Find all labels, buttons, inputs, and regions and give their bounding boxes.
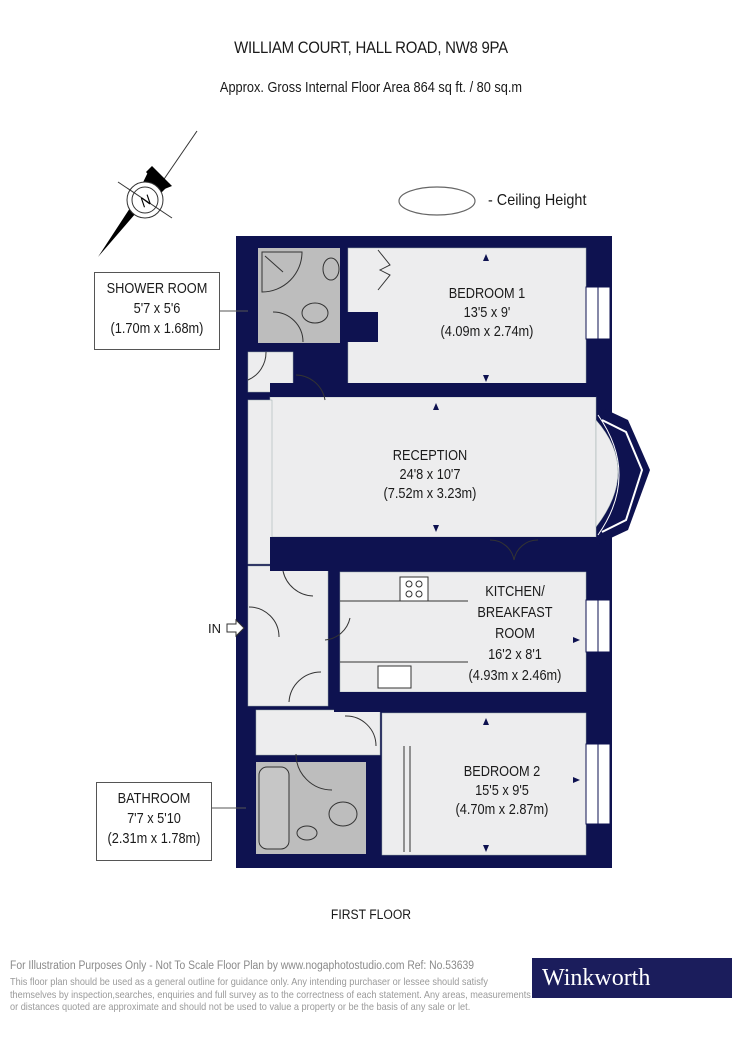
room-name: BEDROOM 2 <box>463 764 541 780</box>
room-name: BATHROOM <box>117 791 191 807</box>
room-label-kitchen: KITCHEN/ BREAKFAST ROOM 16'2 x 8'1 (4.93… <box>449 582 581 687</box>
room-size-metric: (4.09m x 2.74m) <box>440 324 534 340</box>
room-label-bedroom-2: BEDROOM 2 15'5 x 9'5 (4.70m x 2.87m) <box>427 763 577 820</box>
room-label-reception: RECEPTION 24'8 x 10'7 (7.52m x 3.23m) <box>355 447 505 504</box>
entrance-arrow-icon <box>226 618 245 638</box>
room-size-metric: (2.31m x 1.78m) <box>107 831 201 847</box>
room-label-bedroom-1: BEDROOM 1 13'5 x 9' (4.09m x 2.74m) <box>412 285 562 342</box>
room-name: BEDROOM 1 <box>448 286 526 302</box>
room-name: RECEPTION <box>392 448 468 464</box>
entrance-label: IN <box>208 621 221 636</box>
disclaimer-line: themselves by inspection,searches, enqui… <box>10 989 531 1001</box>
floor-label: FIRST FLOOR <box>330 907 412 922</box>
room-name: SHOWER ROOM <box>106 281 208 297</box>
room-size-imperial: 16'2 x 8'1 <box>488 647 542 663</box>
ceiling-height-legend-label: - Ceiling Height <box>488 192 587 209</box>
room-size-metric: (1.70m x 1.68m) <box>110 321 204 337</box>
compass-north-arrow-icon: N <box>98 130 198 257</box>
disclaimer-line: This floor plan should be used as a gene… <box>10 977 488 988</box>
callout-bathroom: BATHROOM 7'7 x 5'10 (2.31m x 1.78m) <box>96 782 212 861</box>
room-size-imperial: 15'5 x 9'5 <box>475 783 529 799</box>
room-size-imperial: 13'5 x 9' <box>463 305 511 321</box>
floor-area-subtitle: Approx. Gross Internal Floor Area 864 sq… <box>219 80 523 96</box>
room-name: ROOM <box>495 626 535 642</box>
room-name: KITCHEN/ <box>485 584 545 600</box>
shower-room-floor <box>258 248 340 343</box>
disclaimer-line: or distances quoted are approximate and … <box>10 1002 471 1014</box>
room-size-metric: (7.52m x 3.23m) <box>383 486 477 502</box>
ceiling-height-ellipse-icon <box>398 186 476 216</box>
footer-credit: For Illustration Purposes Only - Not To … <box>10 960 475 972</box>
callout-shower-room: SHOWER ROOM 5'7 x 5'6 (1.70m x 1.68m) <box>94 272 220 350</box>
room-size-imperial: 24'8 x 10'7 <box>399 467 461 483</box>
footer-disclaimer: This floor plan should be used as a gene… <box>10 977 531 1015</box>
room-size-metric: (4.70m x 2.87m) <box>455 802 549 818</box>
room-size-imperial: 5'7 x 5'6 <box>133 301 181 317</box>
page-title: WILLIAM COURT, HALL ROAD, NW8 9PA <box>234 38 508 57</box>
room-size-metric: (4.93m x 2.46m) <box>468 668 562 684</box>
room-name: BREAKFAST <box>477 605 553 621</box>
winkworth-logo: Winkworth <box>532 958 732 998</box>
room-size-imperial: 7'7 x 5'10 <box>127 811 181 827</box>
